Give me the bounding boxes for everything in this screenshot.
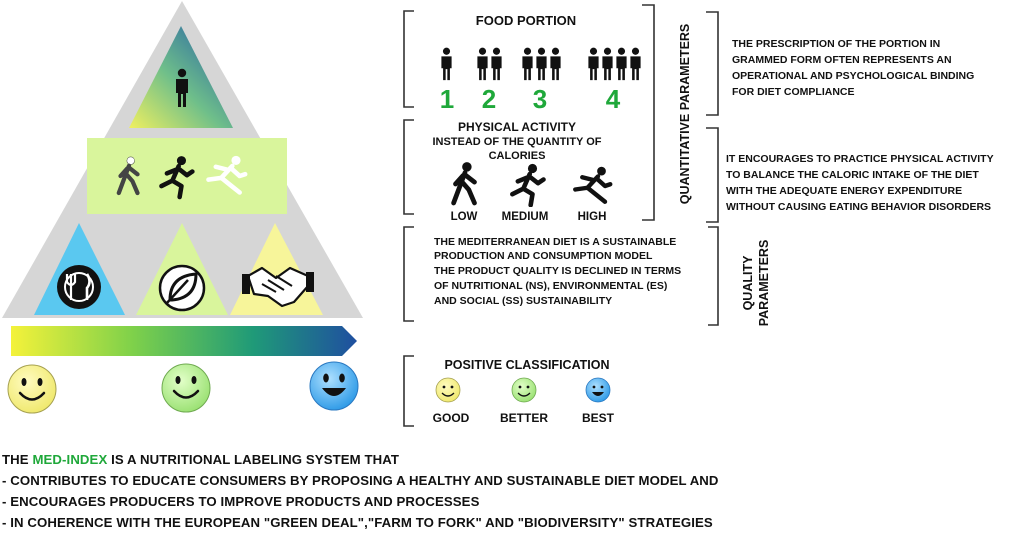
physical-activity-subtitle: INSTEAD OF THE QUANTITY OF (432, 136, 601, 148)
food-portion-panel: FOOD PORTION 1 2 3 4 (440, 13, 641, 114)
bracket-quality (708, 226, 719, 326)
sustainability-line: THE MEDITERRANEAN DIET IS A SUSTAINABLE (434, 236, 676, 248)
smiley-icon (309, 361, 359, 411)
smiley-icon (511, 377, 537, 403)
right-brackets (642, 4, 719, 326)
sustainability-line: PRODUCTION AND CONSUMPTION MODEL (434, 250, 653, 262)
footer-prefix: THE (2, 452, 33, 467)
quantitative-parameters-label: QUANTITATIVE PARAMETERS (678, 24, 692, 205)
person-icon (441, 47, 452, 81)
left-brackets (403, 10, 414, 427)
quality-parameters-label: QUALITY (741, 255, 755, 311)
leaf-icon (158, 264, 206, 312)
scale-smileys (7, 361, 359, 414)
classification-label: BETTER (500, 411, 548, 425)
handshake-icon (242, 266, 314, 308)
person-icon-group (522, 47, 561, 81)
bracket-physical-activity (403, 119, 414, 215)
footer-suffix: IS A NUTRITIONAL LABELING SYSTEM THAT (107, 452, 400, 467)
portion-note-line: GRAMMED FORM OFTEN REPRESENTS AN (732, 54, 952, 66)
portion-number: 2 (482, 84, 496, 114)
footer-line: - IN COHERENCE WITH THE EUROPEAN "GREEN … (2, 515, 713, 530)
smiley-icon (7, 364, 57, 414)
running-icon (512, 164, 543, 205)
positive-classification-title: POSITIVE CLASSIFICATION (444, 358, 609, 372)
activity-note-line: WITH THE ADEQUATE ENERGY EXPENDITURE (726, 185, 962, 197)
bracket-classification (403, 355, 414, 427)
activity-note-line: TO BALANCE THE CALORIC INTAKE OF THE DIE… (726, 169, 979, 181)
sustainability-line: OF NUTRITIONAL (NS), ENVIRONMENTAL (ES) (434, 280, 667, 292)
bracket-activity-note (706, 127, 719, 223)
portion-number: 4 (606, 84, 621, 114)
portion-note: THE PRESCRIPTION OF THE PORTION IN GRAMM… (732, 38, 974, 98)
quality-parameters-label: PARAMETERS (757, 240, 771, 327)
sustainability-line: AND SOCIAL (SS) SUSTAINABILITY (434, 295, 612, 307)
activity-note: IT ENCOURAGES TO PRACTICE PHYSICAL ACTIV… (726, 153, 994, 213)
walking-icon (454, 163, 475, 203)
activity-note-line: IT ENCOURAGES TO PRACTICE PHYSICAL ACTIV… (726, 153, 994, 165)
person-icon-group (477, 47, 502, 81)
bracket-sustainability (403, 226, 414, 322)
smiley-icon (585, 377, 611, 403)
physical-activity-subtitle: CALORIES (489, 150, 546, 162)
activity-level-label: LOW (451, 211, 478, 223)
plate-cutlery-icon (57, 265, 101, 309)
classification-label: BEST (582, 411, 615, 425)
scale-arrow (11, 326, 357, 356)
portion-number: 1 (440, 84, 454, 114)
footer-line: - ENCOURAGES PRODUCERS TO IMPROVE PRODUC… (2, 494, 480, 509)
bracket-food-portion (403, 10, 414, 108)
pyramid (2, 1, 363, 318)
portion-note-line: OPERATIONAL AND PSYCHOLOGICAL BINDING (732, 70, 974, 82)
bracket-quantitative (642, 4, 655, 221)
activity-note-line: WITHOUT CAUSING EATING BEHAVIOR DISORDER… (726, 201, 991, 213)
classification-label: GOOD (433, 411, 470, 425)
portion-note-line: FOR DIET COMPLIANCE (732, 86, 855, 98)
person-icon-group (588, 47, 641, 81)
med-index-highlight: MED-INDEX (32, 452, 108, 467)
footer-description: THE MED-INDEX IS A NUTRITIONAL LABELING … (2, 449, 1020, 533)
physical-activity-panel: PHYSICAL ACTIVITY INSTEAD OF THE QUANTIT… (432, 120, 610, 223)
smiley-icon (435, 377, 461, 403)
positive-classification-panel: POSITIVE CLASSIFICATION GOOD BETTER BEST (433, 358, 615, 425)
sustainability-line: THE PRODUCT QUALITY IS DECLINED IN TERMS (434, 265, 681, 277)
food-portion-title: FOOD PORTION (476, 13, 576, 28)
physical-activity-title: PHYSICAL ACTIVITY (458, 120, 576, 134)
sprinting-icon (575, 167, 610, 202)
bracket-portion-note (706, 11, 719, 116)
portion-number: 3 (533, 84, 547, 114)
footer-line: - CONTRIBUTES TO EDUCATE CONSUMERS BY PR… (2, 473, 719, 488)
activity-level-label: MEDIUM (502, 211, 549, 223)
footer-line: THE MED-INDEX IS A NUTRITIONAL LABELING … (2, 449, 1020, 470)
sustainability-panel: THE MEDITERRANEAN DIET IS A SUSTAINABLE … (434, 236, 681, 307)
activity-level-label: HIGH (578, 211, 607, 223)
smiley-icon (161, 363, 211, 413)
portion-note-line: THE PRESCRIPTION OF THE PORTION IN (732, 38, 940, 50)
